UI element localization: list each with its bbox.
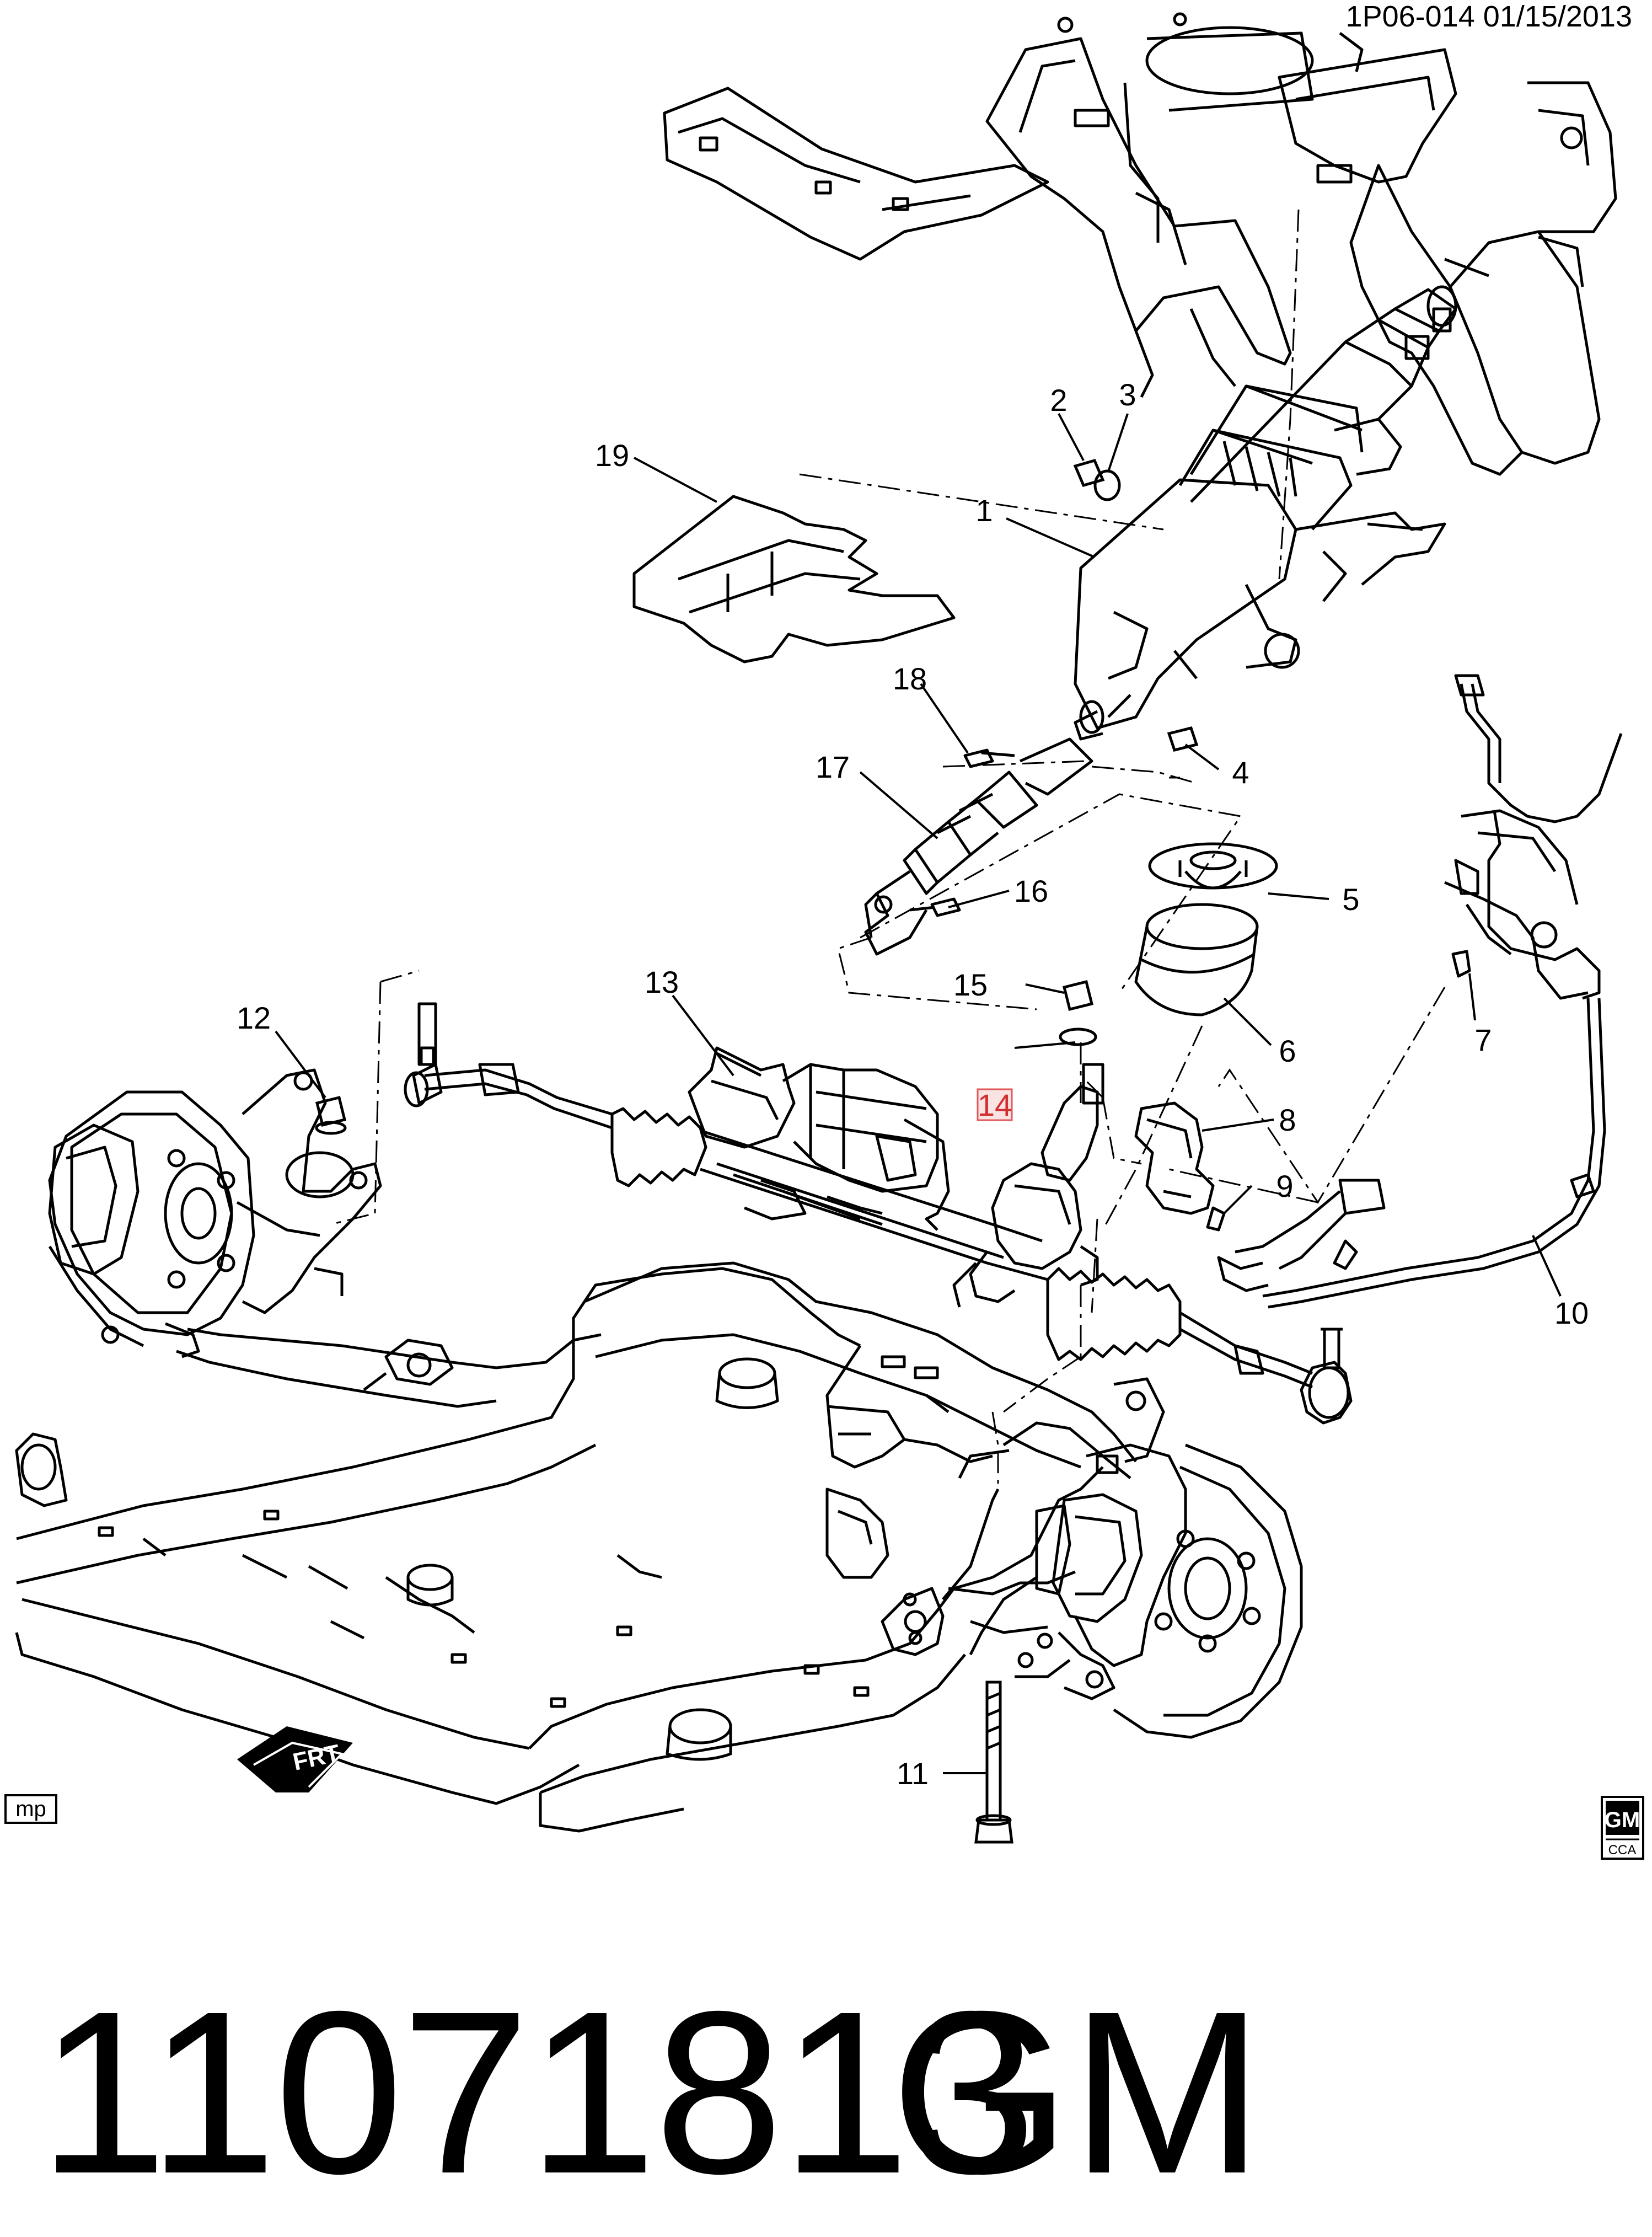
gm-cca-logo: GM CCA — [1601, 1796, 1644, 1860]
callout-14: 14 — [978, 1088, 1012, 1122]
callout-5: 5 — [1342, 882, 1359, 917]
gm-logo-text: GM — [1605, 1808, 1640, 1832]
callout-19: 19 — [595, 438, 629, 473]
callout-18: 18 — [893, 661, 927, 696]
callout-6: 6 — [1279, 1034, 1296, 1068]
rack-heat-shield-bracket — [1134, 1101, 1226, 1232]
frame-mount-bolt — [974, 1681, 1013, 1844]
front-direction-arrow: FRT — [237, 1726, 353, 1792]
diagram-code: 1P06-014 01/15/2013 — [1346, 0, 1632, 33]
part-number: 11071813 — [39, 1963, 1036, 2222]
callout-12: 12 — [237, 1000, 271, 1035]
steering-gear-rack — [404, 1002, 1353, 1425]
callout-3: 3 — [1119, 377, 1136, 412]
callout-14-highlight — [977, 1088, 1013, 1121]
fasteners-upper — [1073, 458, 1199, 752]
cca-text: CCA — [1608, 1843, 1637, 1858]
callout-4: 4 — [1232, 755, 1249, 790]
mp-label: mp — [15, 1797, 46, 1821]
instrument-panel-support — [663, 12, 1617, 476]
callout-15: 15 — [953, 967, 988, 1002]
brand-name: GM — [891, 1963, 1264, 2222]
callout-8: 8 — [1279, 1103, 1296, 1137]
left-steering-knuckle-hub — [48, 1068, 382, 1358]
callout-7: 7 — [1474, 1023, 1492, 1057]
front-suspension-frame — [15, 1261, 1137, 1833]
callout-11: 11 — [897, 1756, 929, 1791]
steering-column — [1074, 285, 1457, 741]
tie-rod-nut — [315, 1095, 347, 1135]
callout-numbers: 2 3 1 4 5 6 7 8 9 10 11 12 13 14 15 16 1… — [237, 377, 1589, 1791]
left-lower-control-arm — [176, 1328, 602, 1408]
callout-16: 16 — [1014, 874, 1048, 908]
alignment-lines — [330, 209, 1446, 1484]
leader-lines — [275, 413, 1562, 1774]
wiring-harness — [1217, 674, 1623, 1309]
intermediate-shaft-seals — [1134, 842, 1278, 1016]
rack-mount-hardware — [1059, 980, 1097, 1046]
callout-9: 9 — [1276, 1169, 1293, 1203]
callout-1: 1 — [975, 493, 993, 528]
callout-17: 17 — [816, 750, 850, 784]
mp-badge: mp — [4, 1794, 57, 1824]
knee-bolster-bracket — [632, 495, 956, 663]
callout-10: 10 — [1554, 1296, 1589, 1330]
callout-2: 2 — [1050, 383, 1067, 418]
right-brake-rotor-knuckle — [969, 1377, 1303, 1739]
intermediate-steering-shaft — [864, 737, 1093, 956]
callout-13: 13 — [645, 965, 679, 999]
